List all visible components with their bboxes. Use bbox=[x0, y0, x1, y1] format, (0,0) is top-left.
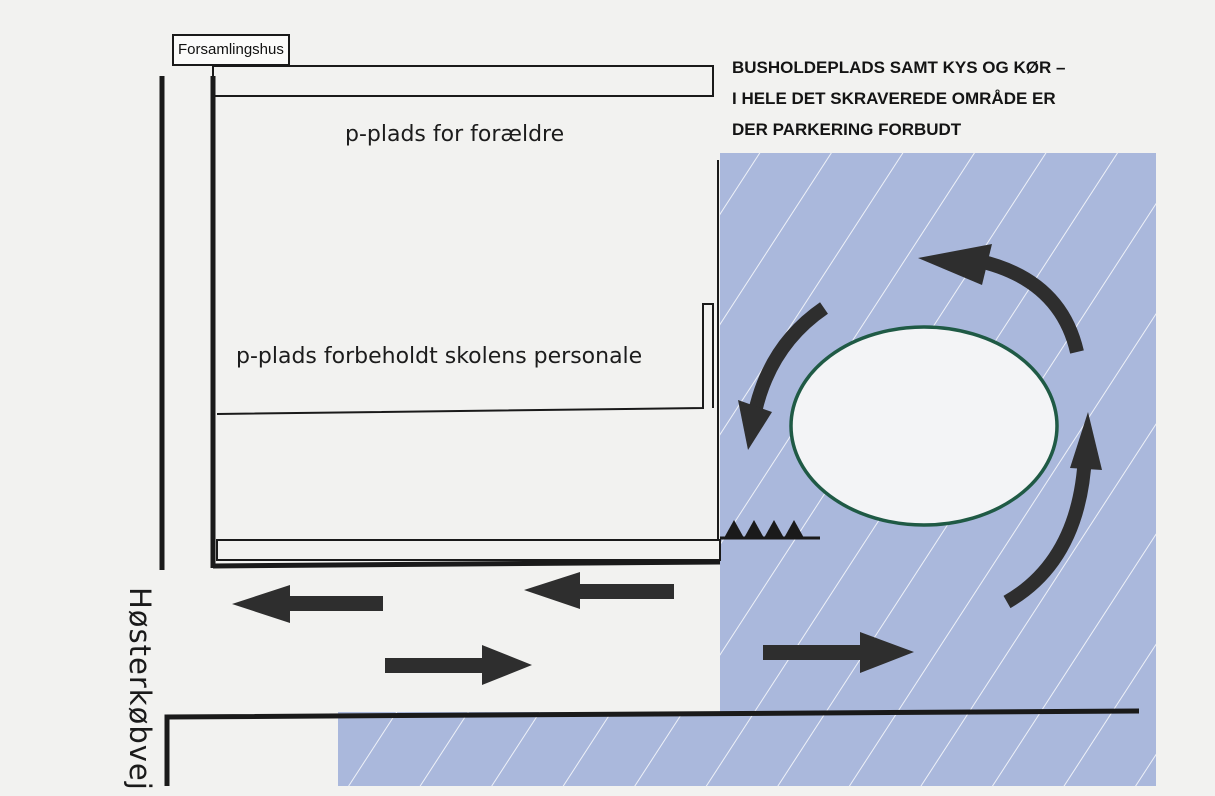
traffic-arrows bbox=[232, 572, 914, 685]
parking-notice: BUSHOLDEPLADS SAMT KYS OG KØR – I HELE D… bbox=[732, 52, 1202, 145]
parking-lot-bottom-edge bbox=[212, 559, 721, 569]
arrow-icon bbox=[748, 302, 829, 414]
yield-triangle-icon bbox=[724, 520, 804, 538]
staff-parking-divider bbox=[216, 303, 714, 415]
notice-line: DER PARKERING FORBUDT bbox=[732, 120, 962, 139]
roundabout-arrows bbox=[748, 253, 1092, 609]
road-name-label: Høsterkøbvej bbox=[123, 587, 157, 791]
road-bottom-line bbox=[164, 708, 1140, 786]
parent-parking-label: p-plads for forældre bbox=[345, 122, 565, 147]
roundabout-island bbox=[789, 325, 1059, 527]
arrow-icon bbox=[1070, 412, 1102, 470]
building-label: Forsamlingshus bbox=[172, 34, 290, 66]
arrow-icon bbox=[232, 585, 383, 623]
arrow-icon bbox=[918, 244, 992, 285]
top-strip bbox=[212, 65, 714, 97]
roundabout-arrowheads bbox=[738, 244, 1102, 470]
notice-line: BUSHOLDEPLADS SAMT KYS OG KØR – bbox=[732, 58, 1066, 77]
arrow-icon bbox=[385, 645, 532, 685]
hatched-road-zone bbox=[338, 712, 1156, 786]
arrow-icon bbox=[524, 572, 674, 609]
arrow-icon bbox=[973, 253, 1084, 354]
notice-line: I HELE DET SKRAVEREDE OMRÅDE ER bbox=[732, 89, 1056, 108]
arrow-icon bbox=[1003, 454, 1092, 609]
bottom-strip bbox=[216, 539, 721, 561]
staff-parking-label: p-plads forbeholdt skolens personale bbox=[236, 344, 643, 369]
arrow-icon bbox=[763, 632, 914, 673]
arrow-icon bbox=[738, 400, 772, 450]
